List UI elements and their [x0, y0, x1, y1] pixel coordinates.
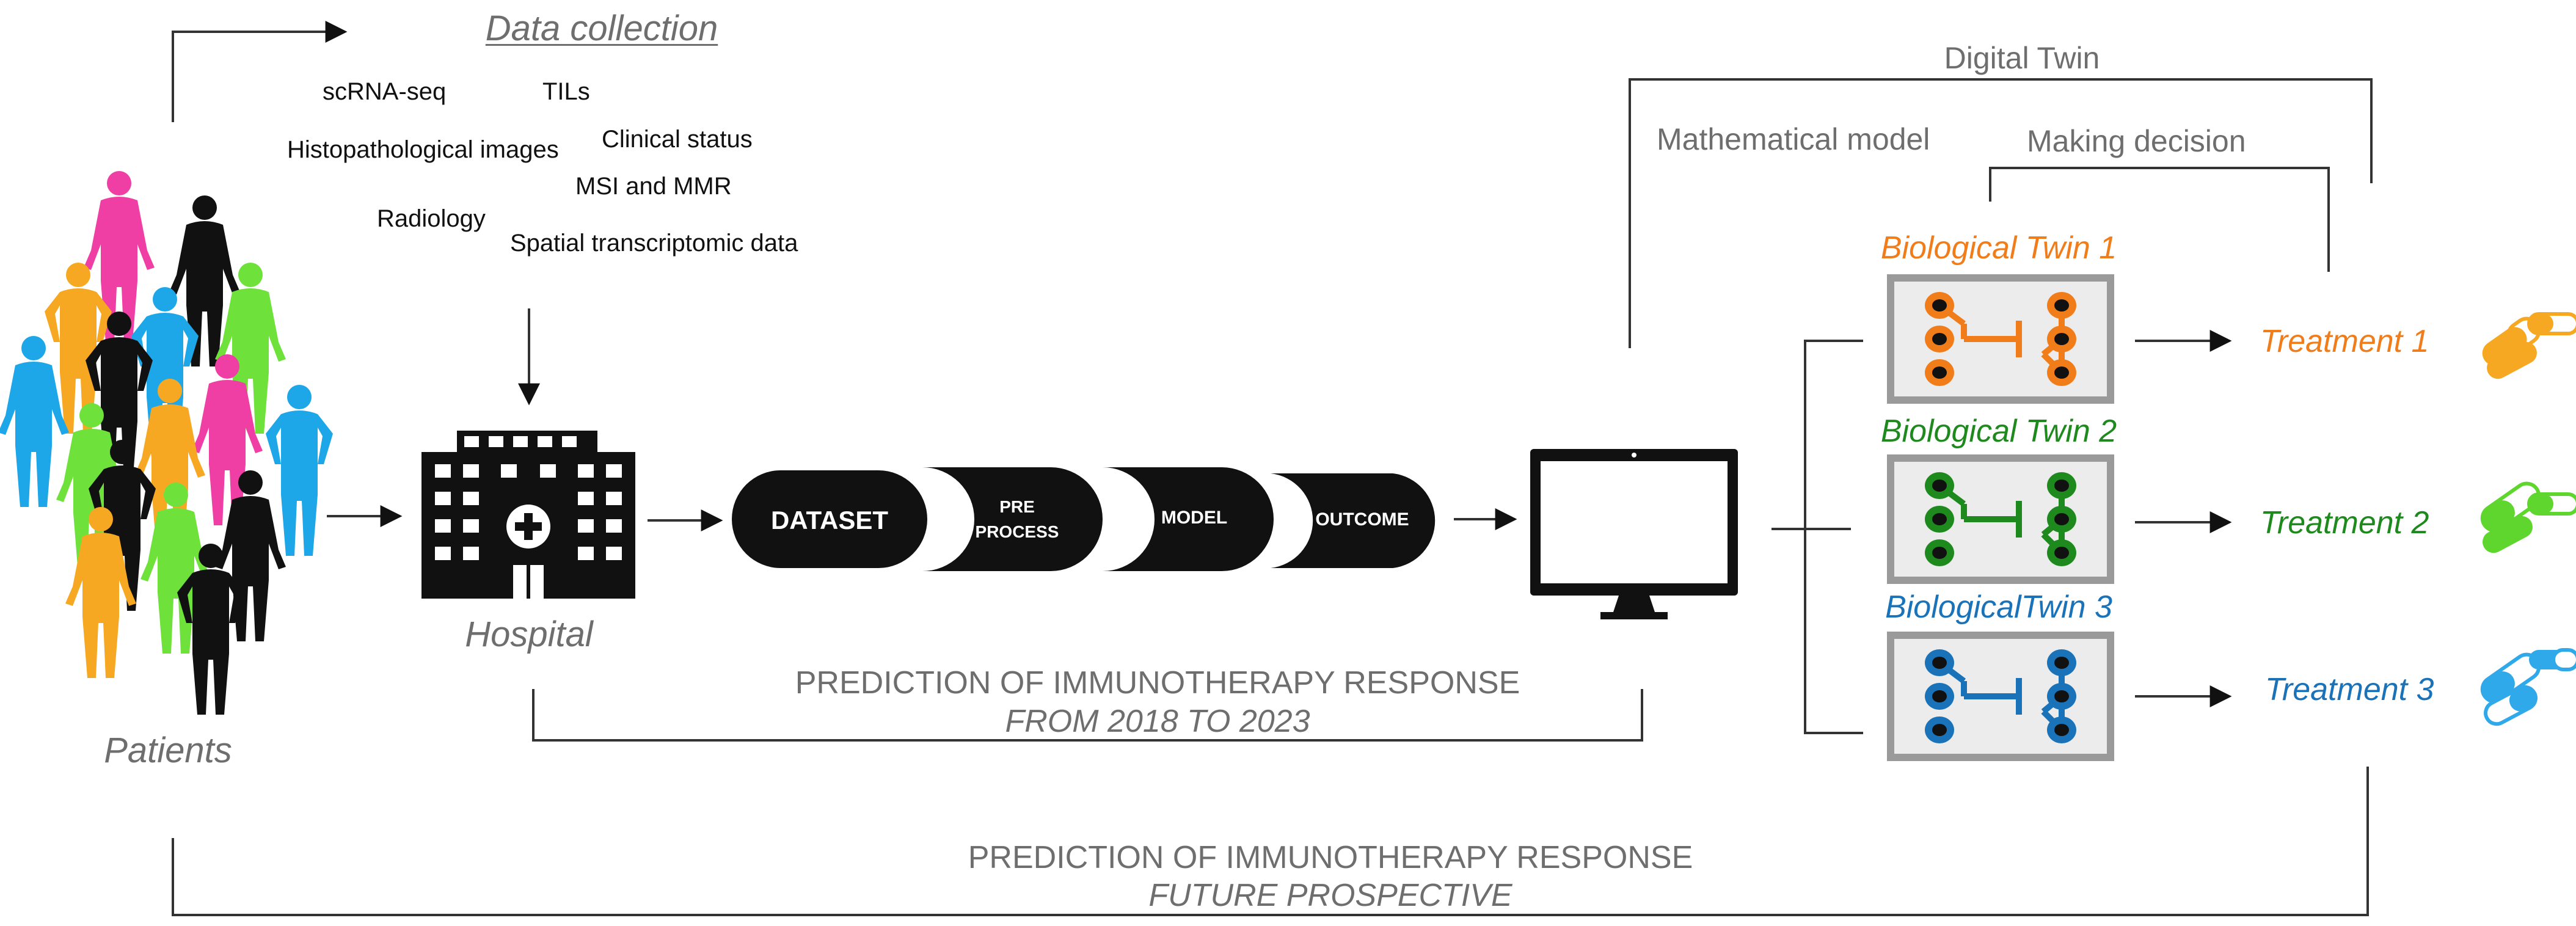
pipeline-preprocess-pill	[922, 467, 1103, 571]
pipeline-outcome-label: OUTCOME	[1315, 509, 1409, 530]
digital-twin-bracket	[1629, 78, 2373, 348]
pill-icons-treatment3	[2480, 648, 2576, 726]
data-item-histopathological-images: Histopathological images	[287, 136, 559, 163]
treatment-1-label: Treatment 1	[2260, 324, 2429, 359]
digital-twin-label: Digital Twin	[1944, 41, 2100, 75]
pipeline-model-label: MODEL	[1161, 508, 1228, 528]
patients-label: Patients	[104, 731, 232, 770]
retrospective-title: PREDICTION OF IMMUNOTHERAPY RESPONSE	[795, 665, 1520, 701]
data-item-msi-mmr: MSI and MMR	[575, 173, 732, 200]
data-item-spatial-transcriptomic: Spatial transcriptomic data	[510, 230, 798, 257]
patients-crowd-icon	[0, 171, 333, 715]
connector-lines	[172, 21, 2373, 916]
hospital-icon	[421, 431, 635, 599]
data-item-tils: TILs	[542, 78, 590, 105]
biological-twin-3-box	[1887, 632, 2114, 761]
twins-branch-line	[1804, 340, 1863, 734]
pipeline-preprocess-line1: PRE	[999, 497, 1035, 516]
pipeline-preprocess-label: PRE PROCESS	[953, 498, 1081, 541]
biological-twin-3-label: BiologicalTwin 3	[1885, 589, 2112, 625]
data-item-scrna-seq: scRNA-seq	[323, 78, 447, 105]
computer-monitor-icon	[1530, 449, 1738, 619]
prospective-bracket	[172, 767, 2369, 916]
biological-twin-1-box	[1887, 274, 2114, 404]
data-collection-title: Data collection	[485, 9, 718, 48]
biological-twin-2-label: Biological Twin 2	[1880, 414, 2117, 449]
biological-twin-1-label: Biological Twin 1	[1880, 230, 2117, 266]
making-decision-bracket	[1989, 167, 2330, 272]
data-item-clinical-status: Clinical status	[602, 126, 753, 153]
pill-icons-treatment2	[2480, 481, 2576, 553]
retrospective-bracket	[532, 689, 1643, 742]
treatment-2-label: Treatment 2	[2260, 505, 2429, 541]
retrospective-subtitle: FROM 2018 TO 2023	[1005, 704, 1310, 739]
prospective-subtitle: FUTURE PROSPECTIVE	[1148, 878, 1512, 913]
pipeline-preprocess-line2: PROCESS	[975, 522, 1059, 542]
biological-twin-boxes	[1887, 274, 2114, 761]
pipeline-outcome-pill	[1271, 473, 1436, 568]
prospective-title: PREDICTION OF IMMUNOTHERAPY RESPONSE	[968, 840, 1693, 875]
treatment-3-label: Treatment 3	[2265, 672, 2434, 707]
hospital-label: Hospital	[465, 614, 593, 654]
pipeline-model-pill	[1103, 467, 1274, 571]
pipeline-dataset-pill	[732, 470, 927, 568]
pill-icons-treatment1	[2482, 312, 2576, 379]
biological-twin-2-box	[1887, 454, 2114, 584]
patients-to-data-collection-arrow	[172, 21, 348, 122]
mathematical-model-label: Mathematical model	[1657, 122, 1930, 156]
pipeline	[732, 467, 1436, 571]
pipeline-dataset-label: DATASET	[770, 506, 889, 534]
data-item-radiology: Radiology	[377, 205, 486, 232]
making-decision-label: Making decision	[2027, 124, 2246, 158]
